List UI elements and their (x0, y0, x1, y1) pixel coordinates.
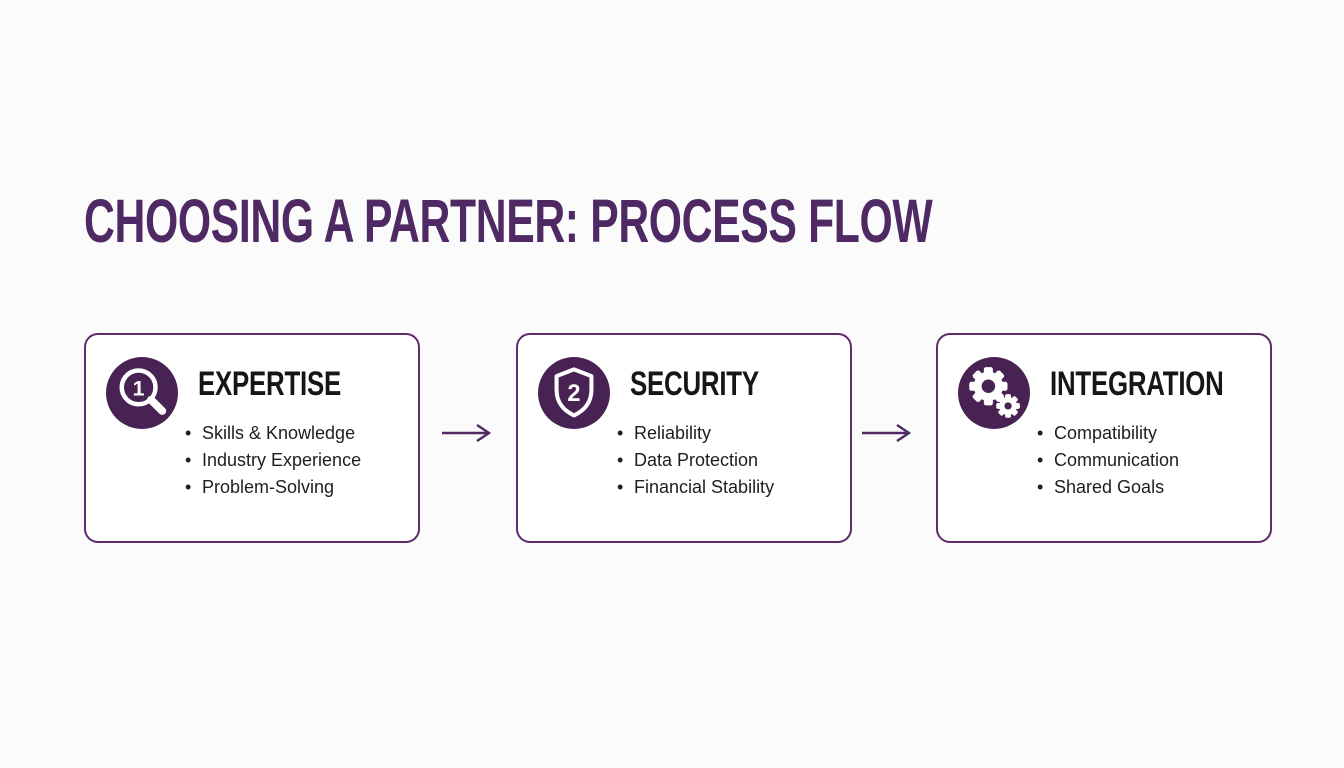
list-item: Industry Experience (185, 447, 361, 474)
process-card-security: 2 SECURITY Reliability Data Protection F… (516, 333, 852, 543)
list-item: Shared Goals (1037, 474, 1179, 501)
flow-arrow-icon (862, 424, 912, 442)
list-item: Communication (1037, 447, 1179, 474)
card-title-integration: INTEGRATION (1050, 365, 1224, 403)
card-title-security: SECURITY (630, 365, 759, 403)
list-item: Skills & Knowledge (185, 420, 361, 447)
list-item: Financial Stability (617, 474, 774, 501)
step-number-badge: 2 (567, 381, 580, 407)
page-title: CHOOSING A PARTNER: PROCESS FLOW (84, 186, 933, 255)
list-item: Compatibility (1037, 420, 1179, 447)
list-item: Reliability (617, 420, 774, 447)
list-item: Data Protection (617, 447, 774, 474)
step-number-badge: 1 (133, 376, 145, 400)
card-bullet-list: Compatibility Communication Shared Goals (1037, 420, 1179, 501)
list-item: Problem-Solving (185, 474, 361, 501)
card-title-expertise: EXPERTISE (198, 365, 341, 403)
process-card-expertise: 1 EXPERTISE Skills & Knowledge Industry … (84, 333, 420, 543)
shield-2-icon: 2 (538, 357, 610, 429)
process-card-integration: INTEGRATION Compatibility Communication … (936, 333, 1272, 543)
gears-icon (958, 357, 1030, 429)
flow-arrow-icon (442, 424, 492, 442)
card-bullet-list: Skills & Knowledge Industry Experience P… (185, 420, 361, 501)
card-bullet-list: Reliability Data Protection Financial St… (617, 420, 774, 501)
magnifier-1-icon: 1 (106, 357, 178, 429)
